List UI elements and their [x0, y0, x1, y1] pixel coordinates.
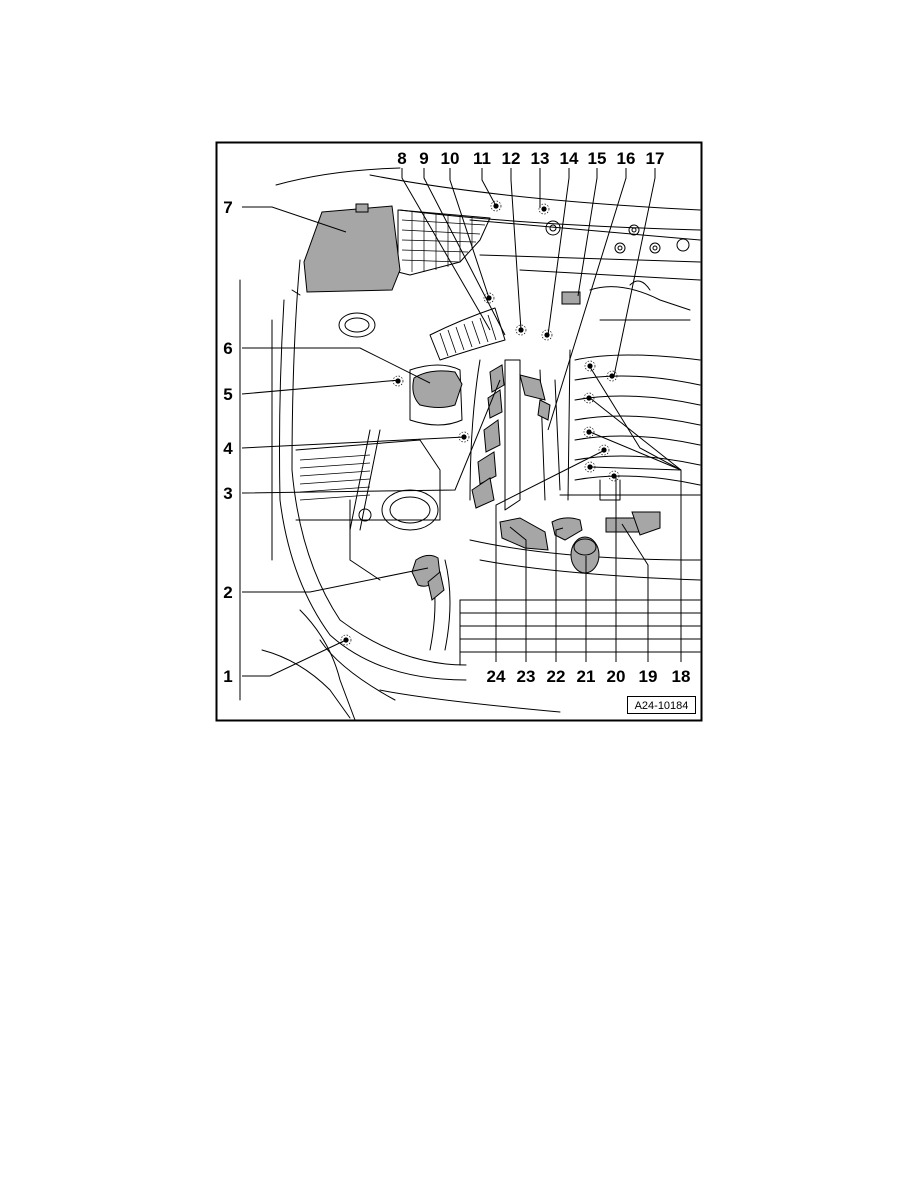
callout-labels-top: 8 9 10 11 12 13 14 15 16 17 — [397, 149, 664, 168]
callout-4: 4 — [223, 439, 233, 458]
ignition-coil-5 — [471, 477, 495, 509]
callout-labels-left: 7 6 5 4 3 2 1 — [223, 198, 233, 686]
callout-24: 24 — [487, 667, 506, 686]
callout-10: 10 — [441, 149, 460, 168]
figure-id-box: A24-10184 — [627, 696, 696, 714]
callout-7: 7 — [223, 198, 232, 217]
component-23-shape — [499, 517, 549, 551]
callout-5: 5 — [223, 385, 232, 404]
callout-8: 8 — [397, 149, 406, 168]
highlighted-components — [303, 203, 661, 601]
callout-labels-bottom: 24 23 22 21 20 19 18 — [487, 667, 691, 686]
callout-18: 18 — [672, 667, 691, 686]
callout-17: 17 — [646, 149, 665, 168]
callout-14: 14 — [560, 149, 579, 168]
callout-22: 22 — [547, 667, 566, 686]
component-6-shape — [412, 370, 463, 408]
callout-16: 16 — [617, 149, 636, 168]
callout-13: 13 — [531, 149, 550, 168]
callout-19: 19 — [639, 667, 658, 686]
leader-lines — [241, 168, 682, 677]
attachment-points — [340, 200, 620, 646]
component-15-shape — [561, 291, 581, 305]
callout-12: 12 — [502, 149, 521, 168]
engine-control-module-shape — [303, 205, 401, 293]
ignition-coil-1 — [489, 364, 505, 393]
callout-15: 15 — [588, 149, 607, 168]
callout-23: 23 — [517, 667, 536, 686]
callout-1: 1 — [223, 667, 232, 686]
callout-21: 21 — [577, 667, 596, 686]
callout-3: 3 — [223, 484, 232, 503]
component-22-shape — [551, 517, 583, 541]
callout-11: 11 — [473, 149, 491, 168]
callout-9: 9 — [419, 149, 428, 168]
figure-frame — [215, 141, 703, 722]
ignition-coil-2 — [487, 389, 503, 419]
ignition-coil-3 — [483, 419, 501, 453]
figure-id-label: A24-10184 — [635, 700, 689, 712]
callout-2: 2 — [223, 583, 232, 602]
ignition-coil-4 — [477, 451, 497, 485]
callout-6: 6 — [223, 339, 232, 358]
callout-20: 20 — [607, 667, 626, 686]
